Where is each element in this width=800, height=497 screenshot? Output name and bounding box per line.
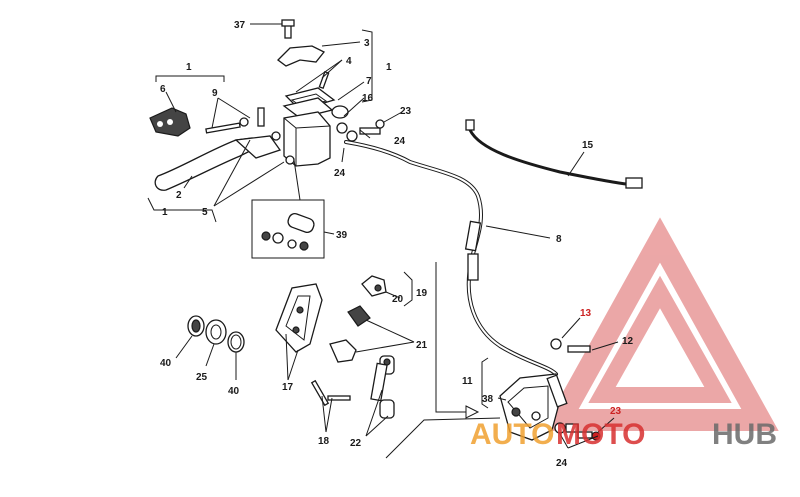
label-39: 39 bbox=[336, 230, 348, 241]
label-24-top: 24 bbox=[394, 136, 406, 147]
label-17: 17 bbox=[282, 382, 294, 393]
label-2: 2 bbox=[176, 190, 182, 201]
lever-assembly bbox=[149, 107, 282, 191]
label-4: 4 bbox=[346, 56, 352, 67]
label-20: 20 bbox=[392, 294, 404, 305]
label-7: 7 bbox=[366, 76, 372, 87]
label-1-left: 1 bbox=[186, 62, 192, 73]
label-5: 5 bbox=[202, 207, 208, 218]
label-38: 38 bbox=[482, 394, 494, 405]
label-37: 37 bbox=[234, 20, 246, 31]
caliper-small-parts bbox=[310, 275, 395, 419]
label-22: 22 bbox=[350, 438, 362, 449]
label-9: 9 bbox=[212, 88, 218, 99]
label-18: 18 bbox=[318, 436, 330, 447]
label-11: 11 bbox=[462, 376, 473, 387]
watermark-logo-triangle bbox=[541, 217, 779, 431]
label-1-bottom: 1 bbox=[162, 207, 168, 218]
watermark-wordmark: AUTO MOTO HUB bbox=[470, 418, 777, 451]
brake-caliper bbox=[499, 338, 601, 441]
label-15: 15 bbox=[582, 140, 594, 151]
brake-hose bbox=[344, 119, 558, 376]
label-1-top: 1 bbox=[386, 62, 392, 73]
label-19: 19 bbox=[416, 288, 428, 299]
watermark-text-moto: MOTO bbox=[556, 418, 645, 451]
leader-lines bbox=[147, 23, 619, 459]
label-16: 16 bbox=[362, 93, 374, 104]
watermark-text-auto: AUTO bbox=[470, 418, 554, 451]
seal-rings bbox=[187, 315, 245, 353]
label-12: 12 bbox=[622, 336, 634, 347]
seal-kit bbox=[251, 199, 325, 259]
label-13: 13 bbox=[580, 308, 592, 319]
label-24-mid: 24 bbox=[334, 168, 346, 179]
label-3: 3 bbox=[364, 38, 370, 49]
label-8: 8 bbox=[556, 234, 562, 245]
label-40-left: 40 bbox=[160, 358, 172, 369]
pad-bracket bbox=[275, 283, 323, 353]
label-6: 6 bbox=[160, 84, 166, 95]
sensor-cable bbox=[465, 119, 643, 189]
label-24-bottom: 24 bbox=[556, 458, 568, 469]
callout-labels: 37 3 1 4 7 16 23 24 24 1 6 9 2 5 1 39 15… bbox=[160, 20, 634, 469]
watermark-text-hub: HUB bbox=[712, 418, 777, 451]
label-25: 25 bbox=[196, 372, 208, 383]
label-23-top: 23 bbox=[400, 106, 412, 117]
label-21: 21 bbox=[416, 340, 428, 351]
label-40-right: 40 bbox=[228, 386, 240, 397]
label-23-bottom: 23 bbox=[610, 406, 622, 417]
